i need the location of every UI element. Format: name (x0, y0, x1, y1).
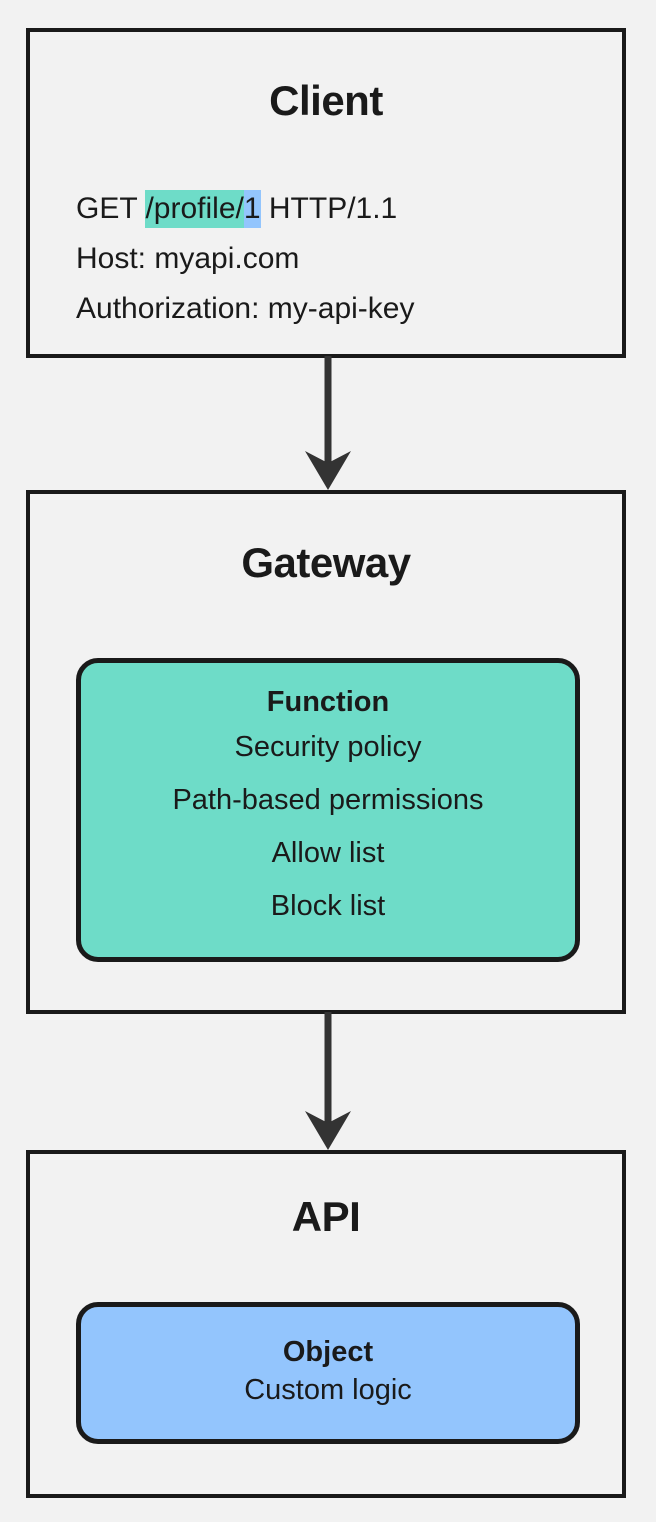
request-line-1: GET /profile/1 HTTP/1.1 (76, 184, 414, 234)
request-line-host: Host: myapi.com (76, 242, 300, 275)
node-client[interactable]: Client GET /profile/1 HTTP/1.1 Host: mya… (26, 28, 626, 358)
subnode-function[interactable]: Function Security policy Path-based perm… (76, 658, 580, 962)
arrow-gateway-to-api (305, 1012, 351, 1150)
request-protocol: HTTP/1.1 (260, 192, 398, 225)
request-method: GET (76, 192, 146, 225)
node-api-title: API (291, 1193, 361, 1240)
arrow-client-to-gateway (305, 356, 351, 490)
function-line-block-list: Block list (270, 889, 386, 922)
function-line-allow-list: Allow list (271, 836, 385, 869)
subnode-object-title: Object (282, 1335, 374, 1368)
node-client-title: Client (269, 77, 383, 124)
request-path-highlight: /profile/ (145, 190, 244, 228)
node-gateway-title: Gateway (241, 539, 411, 586)
object-line-custom-logic: Custom logic (244, 1373, 412, 1406)
request-line-authorization: Authorization: my-api-key (76, 292, 415, 325)
request-id-highlight: 1 (243, 190, 261, 228)
subnode-function-title: Function (266, 685, 390, 718)
subnode-object[interactable]: Object Custom logic (76, 1302, 580, 1444)
function-line-security-policy: Security policy (234, 731, 422, 764)
function-line-path-based-permissions: Path-based permissions (172, 784, 484, 817)
client-request-block: GET /profile/1 HTTP/1.1 Host: myapi.com … (76, 184, 414, 334)
